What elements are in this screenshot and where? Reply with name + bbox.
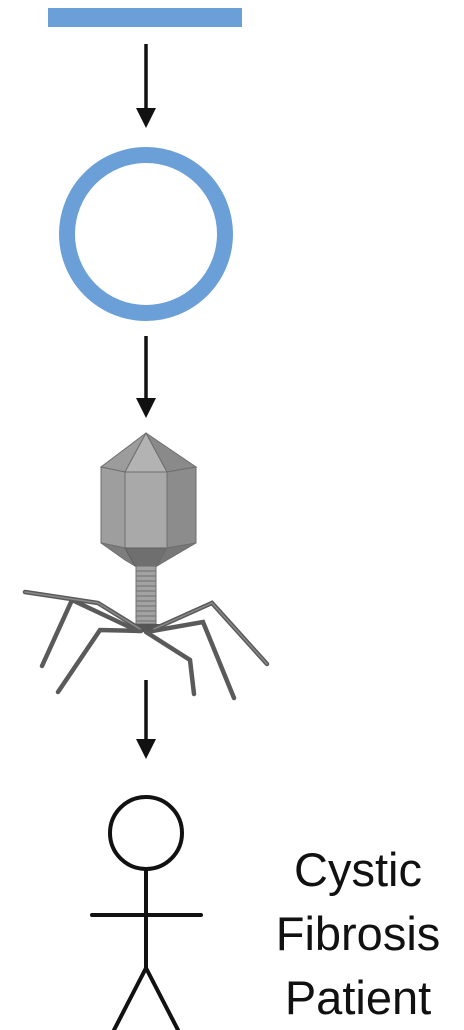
arrow-1 [136, 44, 156, 128]
arrow-3 [136, 680, 156, 759]
arrow-2 [136, 336, 156, 418]
stick-figure-icon [92, 797, 201, 1030]
linear-dna-bar-icon [48, 8, 242, 27]
patient-label: Cystic Fibrosis Patient [258, 838, 458, 1030]
patient-label-line-1: Cystic [258, 838, 458, 902]
patient-label-line-2: Fibrosis [258, 902, 458, 966]
patient-label-line-3: Patient [258, 966, 458, 1030]
circular-plasmid-ring-icon [67, 155, 225, 313]
bacteriophage-icon [25, 433, 267, 698]
